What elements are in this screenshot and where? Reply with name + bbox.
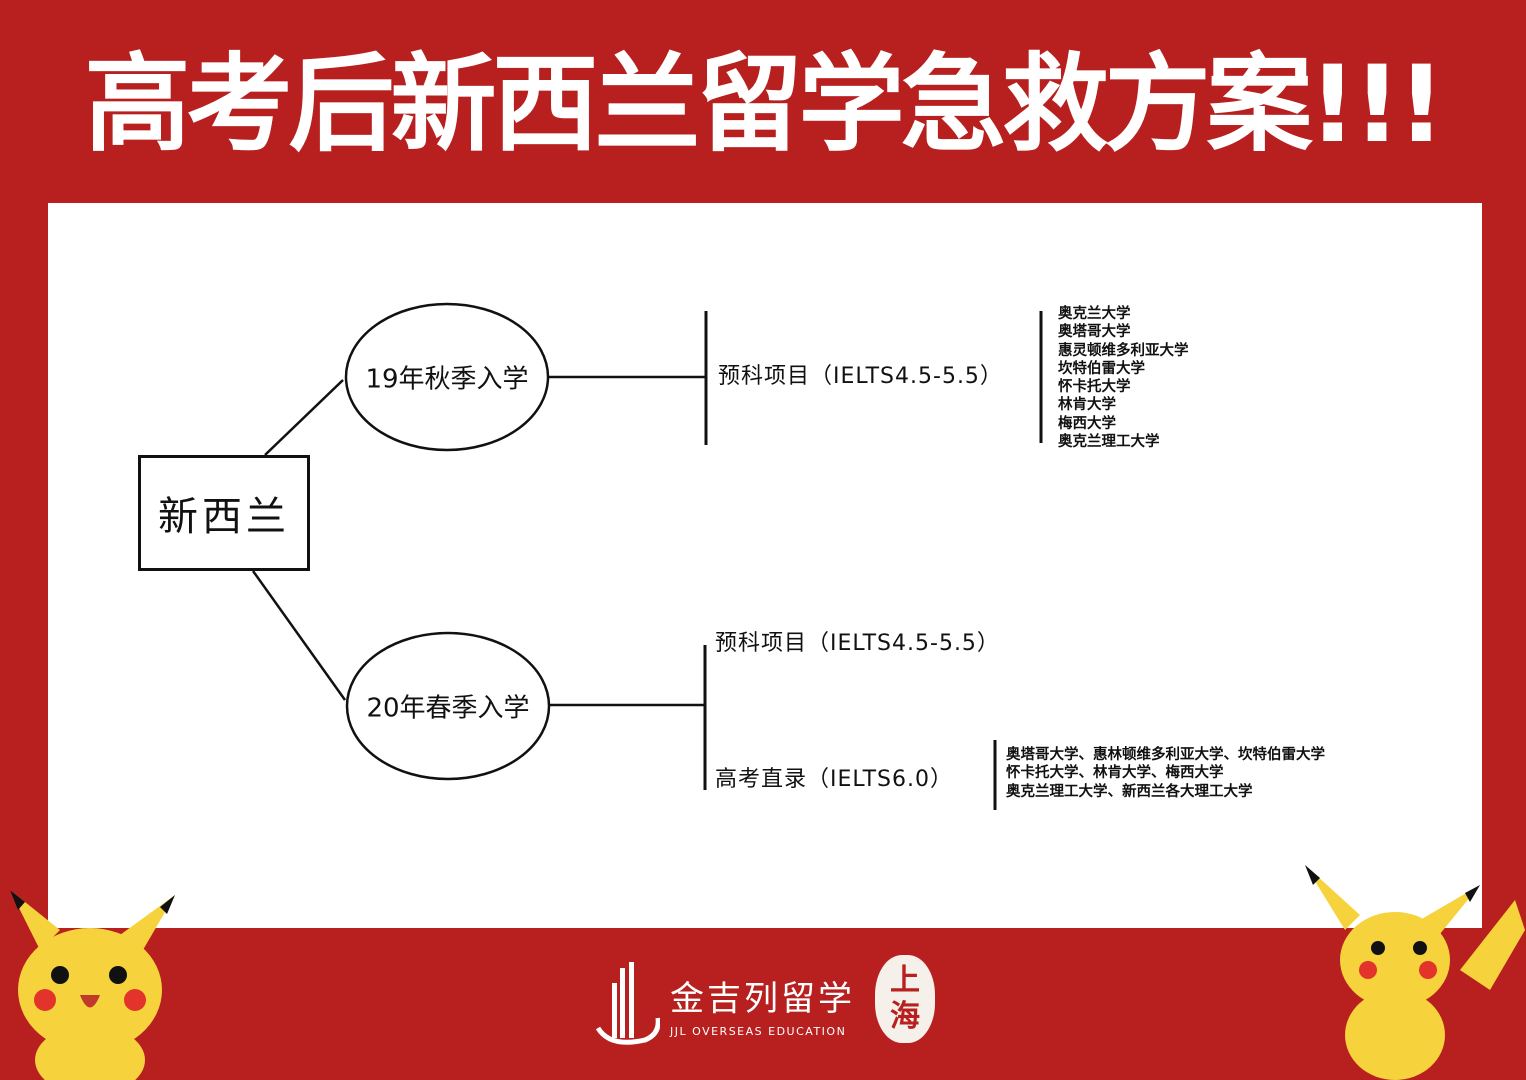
university-item: 林肯大学 [1058, 397, 1116, 414]
intake1-label: 19年秋季入学 [365, 364, 529, 395]
university-item: 坎特伯雷大学 [1058, 360, 1145, 377]
root-node: 新西兰 [138, 455, 310, 571]
university-item: 怀卡托大学、林肯大学、梅西大学 [1006, 765, 1224, 782]
university-list-2: 奥塔哥大学、惠林顿维多利亚大学、坎特伯雷大学 怀卡托大学、林肯大学、梅西大学 奥… [1006, 746, 1325, 801]
shanghai-seal: 上 海 [875, 955, 935, 1043]
program-direct-admission: 高考直录（IELTS6.0） [715, 767, 954, 792]
university-item: 怀卡托大学 [1058, 379, 1131, 396]
university-item: 奥克兰理工大学 [1058, 434, 1160, 451]
pikachu-right-icon [1305, 865, 1525, 1080]
university-item: 梅西大学 [1058, 415, 1116, 432]
university-item: 奥克兰理工大学、新西兰各大理工大学 [1006, 783, 1253, 800]
root-label: 新西兰 [158, 494, 290, 540]
program-foundation-2: 预科项目（IELTS4.5-5.5） [715, 631, 1000, 656]
brand-name-en: JJL OVERSEAS EDUCATION [670, 1025, 847, 1038]
page-title: 高考后新西兰留学急救方案!!! [84, 43, 1445, 166]
seal-char: 上 [890, 963, 920, 998]
university-list-1: 奥克兰大学 奥塔哥大学 惠灵顿维多利亚大学 坎特伯雷大学 怀卡托大学 林肯大学 … [1058, 305, 1189, 451]
program-foundation-1: 预科项目（IELTS4.5-5.5） [718, 364, 1003, 389]
university-item: 奥塔哥大学、惠林顿维多利亚大学、坎特伯雷大学 [1006, 747, 1325, 763]
jjl-logo-icon [595, 962, 660, 1045]
university-item: 奥克兰大学 [1058, 306, 1131, 322]
brand-name-cn: 金吉列留学 [670, 979, 855, 1019]
connector-root-intake1 [264, 379, 344, 456]
university-item: 惠灵顿维多利亚大学 [1058, 342, 1189, 359]
pikachu-left-icon [10, 890, 175, 1080]
intake2-label: 20年春季入学 [366, 693, 530, 724]
university-item: 奥塔哥大学 [1058, 324, 1131, 341]
connector-root-intake2 [251, 570, 347, 701]
seal-char: 海 [890, 999, 920, 1034]
